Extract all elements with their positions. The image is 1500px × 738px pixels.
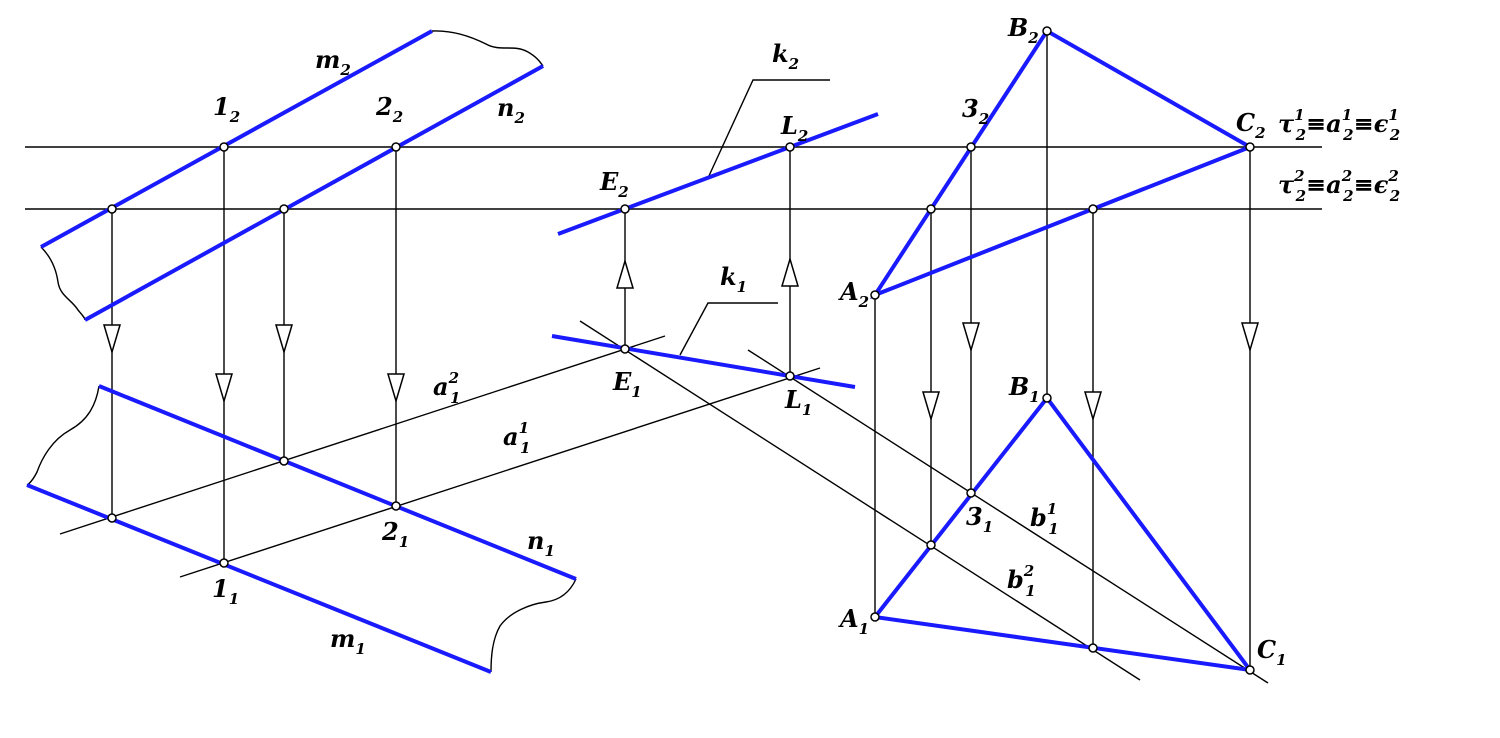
break-edge-right-bottom [490, 578, 577, 673]
label-1-2: 12 [213, 92, 240, 126]
label-m2: m2 [315, 45, 351, 79]
point-E2 [620, 204, 630, 214]
label-2-2: 22 [375, 92, 403, 126]
label-L1: L1 [784, 385, 812, 419]
point-AB2-tau2 [926, 204, 936, 214]
line-n2 [84, 64, 544, 322]
arrow-down-AB [921, 391, 941, 422]
arrow-down-n [274, 324, 294, 355]
arrow-down-AC [1083, 391, 1103, 422]
label-3-2: 32 [962, 94, 989, 128]
line-b1-2 [579, 320, 1141, 681]
label-B1: B1 [1008, 372, 1040, 406]
label-A2: A2 [838, 277, 869, 311]
arrow-down-1 [214, 373, 234, 404]
label-3-1: 31 [966, 502, 993, 536]
leader-k1 [679, 302, 778, 356]
line-k1 [551, 334, 856, 389]
point-L1 [785, 371, 795, 381]
point-1-2 [219, 142, 229, 152]
point-AB1-b12 [926, 540, 936, 550]
point-n2-tau2 [279, 204, 289, 214]
point-3-1 [966, 488, 976, 498]
arrow-down-3 [961, 322, 981, 353]
break-edge-top [431, 30, 544, 67]
point-L2 [785, 142, 795, 152]
label-B2: B2 [1007, 13, 1039, 47]
label-m1: m1 [330, 624, 366, 658]
break-edge-left-bottom [26, 385, 100, 486]
label-n2: n2 [497, 93, 525, 127]
point-B2 [1042, 26, 1052, 36]
label-n1: n1 [527, 526, 555, 560]
label-2-1: 21 [381, 517, 409, 551]
line-b1-1 [747, 349, 1269, 684]
label-E2: E2 [599, 167, 629, 201]
leader-k2 [707, 79, 830, 179]
line-m2 [40, 29, 433, 249]
point-E1 [620, 344, 630, 354]
point-A2 [870, 290, 880, 300]
arrow-up-E [615, 258, 635, 289]
label-E1: E1 [612, 367, 642, 401]
projection-arrows [102, 256, 1260, 422]
point-m2-tau2 [107, 204, 117, 214]
construction-lines [25, 30, 1322, 684]
point-A1 [870, 612, 880, 622]
point-AC1-b12 [1088, 643, 1098, 653]
line-a1-1 [179, 367, 821, 578]
label-C1: C1 [1257, 635, 1287, 669]
label-1-1: 11 [212, 574, 239, 608]
point-AC2-tau2 [1088, 204, 1098, 214]
arrow-down-C [1240, 322, 1260, 353]
object-lines [26, 28, 1255, 674]
arrow-down-2 [386, 373, 406, 404]
arrow-up-L [780, 256, 800, 287]
triangle-frontal [869, 28, 1255, 300]
line-k2 [557, 112, 879, 236]
label-C2: C2 [1236, 108, 1266, 142]
line-m1 [26, 483, 492, 674]
label-k1: k1 [720, 262, 747, 296]
point-m1-a12 [107, 513, 117, 523]
point-B1 [1042, 393, 1052, 403]
point-1-1 [219, 558, 229, 568]
point-3-2 [966, 142, 976, 152]
point-2-1 [391, 501, 401, 511]
arrow-down-m [102, 324, 122, 355]
triangle-horizontal [871, 394, 1255, 673]
label-L2: L2 [780, 111, 808, 145]
point-C2 [1245, 142, 1255, 152]
point-2-2 [391, 142, 401, 152]
points [107, 26, 1255, 675]
label-k2: k2 [772, 39, 799, 73]
point-n1-a12 [279, 456, 289, 466]
break-edge-left-top [40, 246, 86, 321]
label-A1: A1 [838, 604, 869, 638]
line-a1-2 [59, 335, 666, 535]
point-C1 [1245, 665, 1255, 675]
line-n1 [98, 384, 577, 581]
